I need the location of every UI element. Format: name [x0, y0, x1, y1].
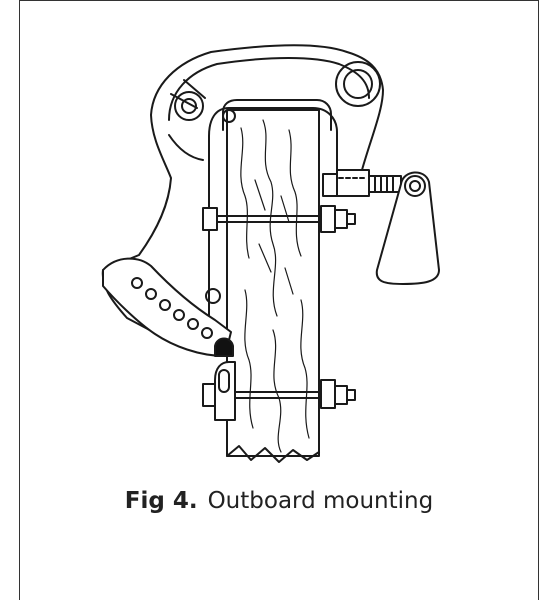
- figure-caption-text: Outboard mounting: [207, 488, 434, 514]
- bracket-arm: [101, 44, 384, 343]
- transom-board: [226, 109, 320, 457]
- clamp-screw: [368, 175, 402, 193]
- top-boss-inner: [343, 69, 373, 99]
- clamp-jaw: [336, 169, 370, 197]
- outboard-mounting-illustration: [101, 44, 440, 463]
- figure-label: Fig 4.: [124, 488, 198, 514]
- upper-bolt-nut-outer: [334, 209, 348, 229]
- clamp-jaw-pad: [322, 173, 338, 197]
- clamp-cap: [222, 99, 332, 131]
- clamp-cap-rivet: [222, 109, 236, 123]
- top-boss-outer: [335, 61, 381, 107]
- wood-grain: [240, 119, 310, 453]
- clamp-handle: [375, 171, 440, 285]
- tilt-pin: [214, 337, 234, 357]
- pivot-boss-inner: [181, 98, 197, 114]
- lower-bolt-tip: [346, 389, 356, 401]
- bracket-inner-contour: [168, 57, 370, 121]
- figure-caption: Fig 4. Outboard mounting: [19, 488, 539, 514]
- transom-bottom-edge: [226, 445, 320, 463]
- tilt-quadrant-holes: [131, 277, 213, 339]
- lower-bolt-nut: [320, 379, 336, 409]
- tilt-pivot: [205, 288, 221, 304]
- lower-bolt-nut-outer: [334, 385, 348, 405]
- pivot-boss-outer: [174, 91, 204, 121]
- clamp-handle-eye-outer: [404, 175, 426, 197]
- upper-bolt-head: [202, 207, 218, 231]
- clamp-handle-eye-inner: [409, 180, 421, 192]
- upper-bolt-tip: [346, 213, 356, 225]
- lower-clamp-slot: [218, 369, 230, 393]
- upper-bolt-nut: [320, 205, 336, 233]
